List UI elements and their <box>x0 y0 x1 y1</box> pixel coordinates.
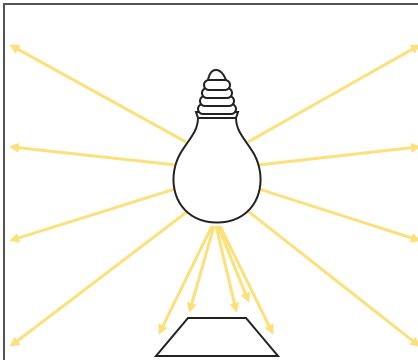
trapezoid-block <box>153 317 281 357</box>
ray-right <box>257 142 418 167</box>
ray-bottom-right <box>243 206 418 347</box>
ray-down-1 <box>187 225 216 313</box>
ray-lower-right <box>255 186 418 243</box>
ray-upper-left <box>9 44 187 144</box>
bulb-tip <box>206 68 228 81</box>
ray-down-4 <box>158 225 214 335</box>
diagram-frame <box>3 3 418 360</box>
ray-left <box>9 142 177 167</box>
ray-down-3 <box>218 225 274 335</box>
ray-upper-right <box>247 44 418 144</box>
ray-down-2 <box>214 225 240 313</box>
light-bulb <box>172 68 262 224</box>
ray-bottom-left <box>9 206 193 347</box>
bulb-thread-4 <box>203 79 231 91</box>
ray-lower-left <box>9 186 179 243</box>
ray-down-5 <box>216 225 251 303</box>
bulb-glass <box>172 117 262 224</box>
light-rays <box>9 44 418 347</box>
